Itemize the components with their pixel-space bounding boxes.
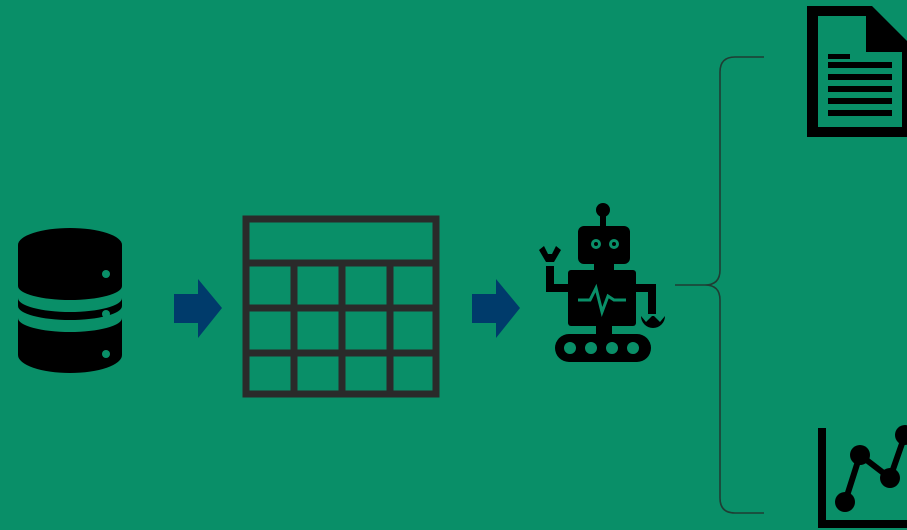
document-icon [807, 6, 907, 137]
right-arrow-icon [472, 279, 520, 338]
data-table-icon [242, 215, 440, 398]
line-chart-icon [818, 425, 907, 528]
database-icon [18, 228, 122, 373]
right-arrow-icon [174, 279, 222, 338]
curly-brace-icon [675, 56, 764, 514]
robot-icon [539, 203, 665, 362]
